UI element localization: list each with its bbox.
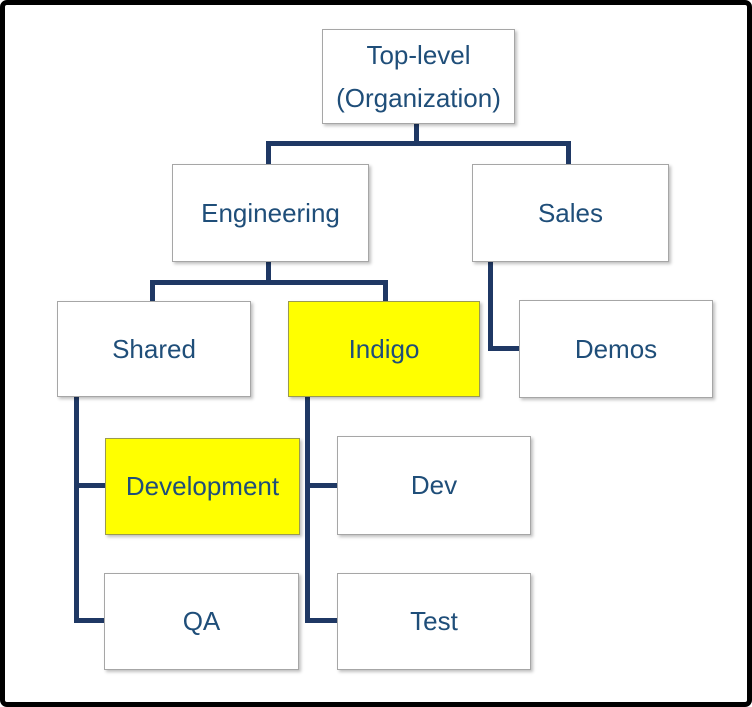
connector-engineering-rail <box>150 280 388 285</box>
node-top-level-label-line1: Top-level <box>366 39 471 70</box>
node-top-level: Top-level (Organization) <box>322 29 515 124</box>
connector-development-stub <box>74 483 105 488</box>
node-demos: Demos <box>519 300 713 398</box>
connector-test-stub <box>305 618 337 623</box>
node-test: Test <box>337 573 531 670</box>
node-engineering-label: Engineering <box>201 197 340 228</box>
connector-sales-demos-vertical <box>488 260 493 351</box>
node-sales: Sales <box>472 164 669 262</box>
node-indigo-label: Indigo <box>348 333 420 364</box>
node-shared: Shared <box>57 301 251 397</box>
node-qa-label: QA <box>182 606 221 637</box>
node-top-level-label-line2: (Organization) <box>336 82 501 113</box>
node-dev-label: Dev <box>410 470 458 501</box>
node-development-label: Development <box>125 471 280 502</box>
node-sales-label: Sales <box>537 197 604 228</box>
connector-engineering-stem <box>266 260 271 285</box>
connector-dev-stub <box>305 483 337 488</box>
node-indigo: Indigo <box>288 301 480 397</box>
connector-shared-spine <box>74 395 79 623</box>
connector-qa-stub <box>74 618 104 623</box>
connector-engineering-drop <box>266 141 271 164</box>
node-demos-label: Demos <box>574 333 658 364</box>
connector-shared-drop <box>150 280 155 301</box>
node-qa: QA <box>104 573 299 670</box>
connector-top-stem <box>414 122 419 146</box>
connector-top-rail <box>266 141 571 146</box>
node-test-label: Test <box>410 606 458 637</box>
node-engineering: Engineering <box>172 164 369 262</box>
connector-sales-drop <box>566 141 571 164</box>
node-dev: Dev <box>337 436 531 535</box>
connector-indigo-drop <box>383 280 388 301</box>
connector-indigo-spine <box>305 395 310 623</box>
node-development: Development <box>105 438 300 535</box>
connector-sales-demos-horizontal <box>488 346 519 351</box>
node-shared-label: Shared <box>112 333 196 364</box>
